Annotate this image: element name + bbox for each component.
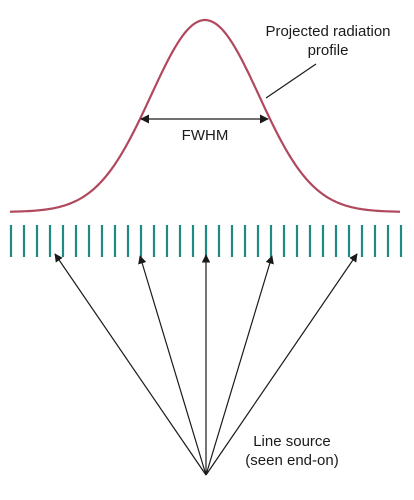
profile-label-line1: Projected radiation: [265, 23, 390, 40]
profile-leader-line: [265, 63, 317, 99]
profile-label-line2: profile: [308, 42, 349, 59]
source-label-line2: (seen end-on): [245, 452, 338, 469]
source-label-line1: Line source: [253, 433, 331, 450]
ray-arrow: [54, 253, 207, 476]
source-rays: [54, 253, 358, 476]
ray-arrow: [138, 255, 207, 476]
ray-arrow: [205, 255, 274, 476]
radiation-profile-curve: [9, 18, 401, 213]
ray-arrow: [205, 253, 358, 476]
fwhm-label: FWHM: [182, 127, 229, 144]
collimator-septa: [9, 225, 403, 257]
